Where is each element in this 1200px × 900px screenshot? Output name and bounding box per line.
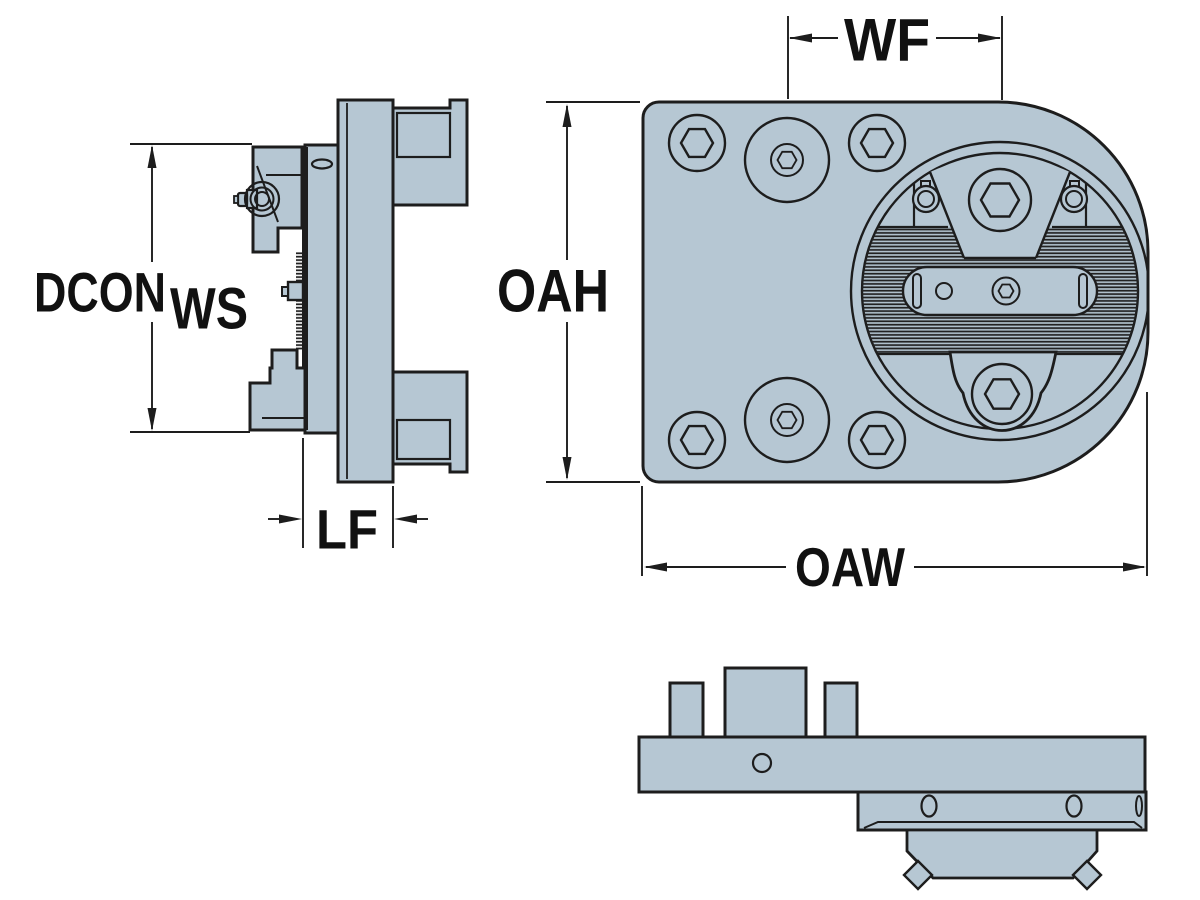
arrowhead bbox=[978, 33, 1001, 43]
bottom-wedge-screw-hex bbox=[983, 378, 1021, 410]
rear-block-top-pocket bbox=[395, 111, 452, 159]
bottom-wedge-block bbox=[905, 828, 1099, 880]
lower-bar-edge-hole bbox=[1135, 795, 1143, 817]
rear-block-bottom bbox=[391, 370, 469, 474]
clamp-screw-tip bbox=[233, 195, 239, 204]
wedge-pin-left bbox=[911, 184, 941, 214]
center-slot-plate bbox=[901, 265, 1099, 317]
rear-block-top bbox=[391, 98, 469, 207]
serration-ticks-upper bbox=[296, 252, 302, 281]
plate-hole bbox=[310, 158, 334, 170]
dimension-label-dcon: DCON bbox=[34, 261, 166, 324]
dimension-label-wf: WF bbox=[844, 7, 930, 74]
countersunk-screw bbox=[743, 376, 831, 464]
front-view bbox=[641, 100, 1150, 484]
ws-key-pin bbox=[286, 280, 305, 302]
clamp-upper bbox=[251, 145, 304, 254]
bottom-diamond-left bbox=[902, 859, 934, 891]
dimension-label-ws: WS bbox=[170, 277, 248, 342]
arrowhead bbox=[562, 457, 572, 480]
rear-block-bottom-pocket bbox=[395, 418, 452, 461]
dimension-label-oaw: OAW bbox=[795, 536, 905, 598]
arrowhead bbox=[562, 104, 572, 127]
bottom-block-right bbox=[823, 681, 859, 739]
bottom-view bbox=[637, 666, 1148, 891]
clamp-lower bbox=[248, 348, 307, 432]
dimensions: DCON WS OAH WF LF OAW bbox=[34, 7, 1148, 598]
arrowhead bbox=[147, 145, 157, 168]
countersunk-screw bbox=[743, 116, 831, 204]
bottom-block-left bbox=[668, 681, 705, 739]
mount-screw bbox=[667, 410, 727, 470]
coupling-outer-circle bbox=[849, 140, 1148, 442]
lower-bar-hole bbox=[920, 794, 938, 818]
bottom-lower-bar bbox=[856, 790, 1148, 832]
adapter-plate bbox=[303, 143, 340, 435]
bottom-main-bar bbox=[637, 735, 1147, 794]
arrowhead bbox=[789, 33, 812, 43]
dimension-label-lf: LF bbox=[316, 498, 378, 561]
slot-plate-screw bbox=[991, 276, 1021, 306]
slot-plate-hole bbox=[935, 282, 953, 300]
dimension-label-oah: OAH bbox=[497, 258, 609, 325]
bottom-diamond-right bbox=[1071, 859, 1103, 891]
serrated-joint-face bbox=[302, 147, 308, 430]
bottom-block-center bbox=[723, 666, 808, 739]
arrowhead bbox=[279, 514, 302, 524]
bottom-bar-hole bbox=[751, 752, 773, 774]
arrowhead bbox=[147, 408, 157, 431]
serration-ticks-lower bbox=[296, 301, 302, 350]
clamp-screw-outer bbox=[243, 180, 281, 218]
slot-end-left bbox=[912, 273, 922, 309]
top-wedge-screw-hex bbox=[979, 182, 1021, 218]
side-view bbox=[233, 98, 469, 484]
arrowhead bbox=[394, 514, 417, 524]
arrowhead bbox=[1123, 562, 1146, 572]
ws-key-nub bbox=[281, 286, 289, 297]
mount-screw bbox=[847, 410, 907, 470]
lower-bar-hole bbox=[1065, 794, 1083, 818]
slot-end-right bbox=[1078, 273, 1088, 309]
lower-bar-chamfer bbox=[863, 821, 1143, 829]
wedge-pin-right bbox=[1059, 184, 1089, 214]
arrowhead bbox=[644, 562, 667, 572]
mount-screw bbox=[667, 113, 727, 173]
mount-screw bbox=[847, 113, 907, 173]
